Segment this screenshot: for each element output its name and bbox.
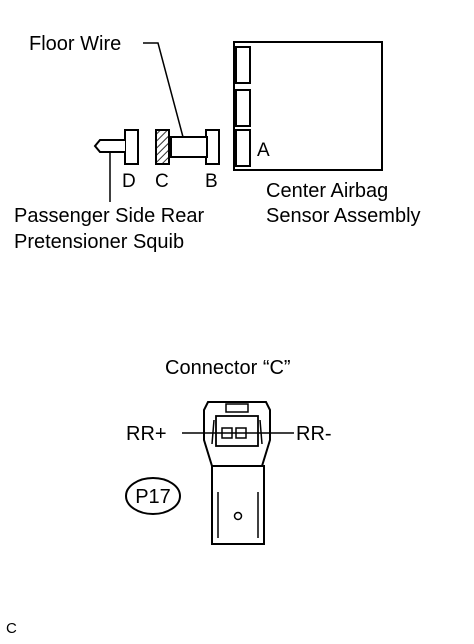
- part-code-oval: [125, 477, 181, 515]
- pin-label-c: C: [155, 171, 169, 192]
- rr-plus-label: RR+: [126, 423, 167, 445]
- passenger-label-line1: Passenger Side Rear: [14, 205, 204, 227]
- connector-c-housing: [203, 401, 271, 545]
- connector-c: [155, 129, 170, 165]
- corner-letter: C: [6, 620, 17, 637]
- center-airbag-sensor-assembly: [233, 41, 383, 171]
- pin-label-d: D: [122, 171, 136, 192]
- center-airbag-label-line1: Center Airbag: [266, 180, 388, 202]
- center-airbag-label-line2: Sensor Assembly: [266, 205, 421, 227]
- floor-wire-harness: [155, 129, 220, 165]
- part-code-label: P17: [135, 486, 171, 508]
- connector-a: [235, 129, 251, 167]
- rr-minus-label: RR-: [296, 423, 332, 445]
- floor-wire-leader-line: [143, 42, 184, 138]
- connector-c-title: Connector “C”: [165, 357, 291, 379]
- floor-wire-label: Floor Wire: [29, 33, 121, 55]
- pin-label-a: A: [257, 140, 270, 161]
- connector-d: [124, 129, 139, 165]
- passenger-label-line2: Pretensioner Squib: [14, 231, 184, 253]
- pretensioner-squib: [93, 129, 139, 202]
- pin-label-b: B: [205, 171, 218, 192]
